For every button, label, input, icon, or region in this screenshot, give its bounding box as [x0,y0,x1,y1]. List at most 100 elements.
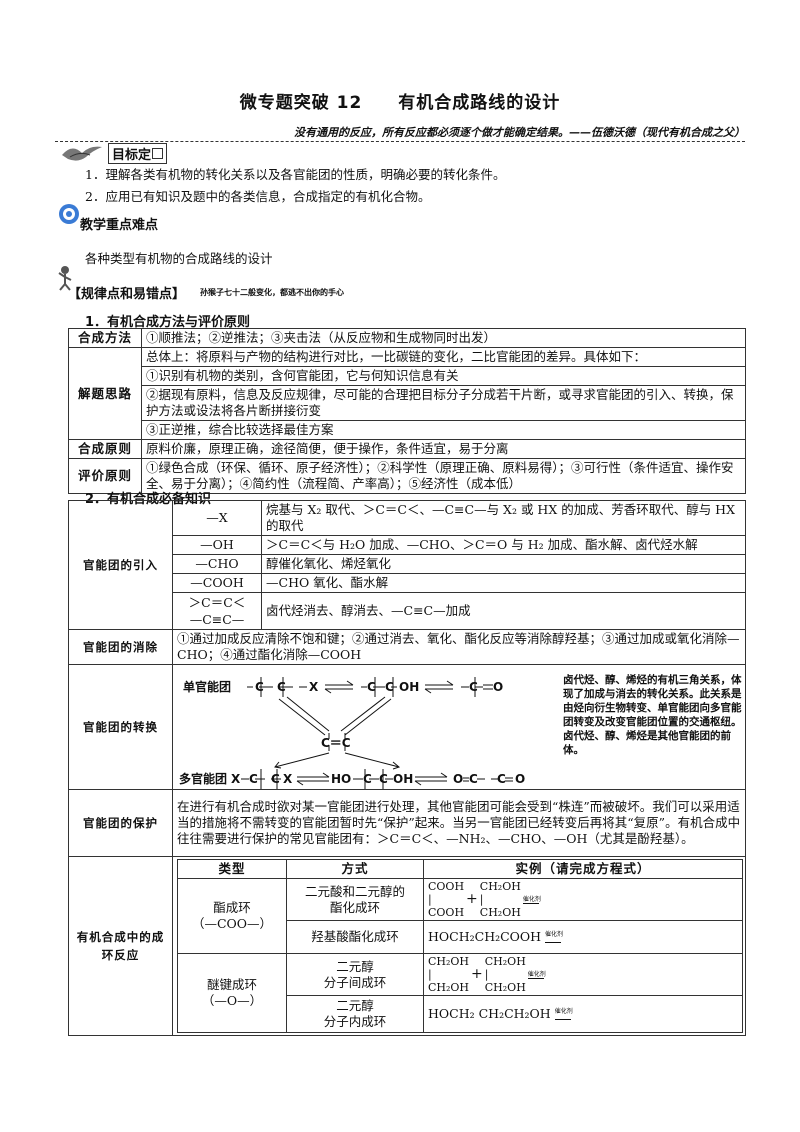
svg-text:C: C [363,772,372,786]
ring-method-line: 酯化成环 [329,899,380,915]
row-text: 原料价廉，原理正确，途径简便，便于操作，条件适宜，易于分离 [141,439,746,459]
group-text: 醇催化氧化、烯烃氧化 [261,554,746,574]
formula-part: CH₂OH [484,981,526,994]
row-text: ③正逆推，综合比较选择最佳方案 [141,420,746,440]
row-text: 总体上：将原料与产物的结构进行对比，一比碳链的变化，二比官能团的差异。具体如下： [141,347,746,367]
formula-part: COOH [428,880,465,893]
ring-head: 实例（请完成方程式） [423,859,743,879]
ring-method: 羟基酸酯化成环 [286,920,424,954]
ring-method-line: 二元酸和二元醇的 [304,883,405,899]
ring-method: 二元醇 分子间成环 [286,953,424,996]
table-row: 有机合成中的成环反应 类型 方式 实例（请完成方程式） 酯成环 （—COO—） … [68,856,746,1036]
condition: 催化剂 [522,895,541,903]
rules-tagline: 孙猴子七十二般变化，都逃不出你的手心 [200,288,344,297]
ring-type: 酯成环 （—COO—） [177,878,287,954]
conv-label: 官能团的转换 [68,664,173,790]
ring-method-line: 分子内成环 [323,1014,387,1029]
multi-label: 多官能团 [179,771,227,786]
table-row: ＞C＝C＜ —C≡C— 卤代烃消去、醇消去、—C≡C—加成 [69,592,746,630]
ring-type-name: 醚键成环 [206,977,257,992]
table-row: 醚键成环 （—O—） 二元醇 分子间成环 CH₂OH|CH₂OH + CH₂OH… [177,953,743,1033]
table-row: 二元醇 分子内成环 HOCH₂ CH₂CH₂OH 催化剂 [178,995,743,1033]
monkey-icon [56,265,74,295]
table-row: 合成原则 原料价廉，原理正确，途径简便，便于操作，条件适宜，易于分离 [68,439,746,459]
conv-note: 卤代烃、醇、烯烃的有机三角关系，体现了加成与消去的转化关系。此关系是由烃向衍生物… [563,674,742,756]
svg-text:C: C [469,680,478,694]
group-cell: —CHO [172,554,262,574]
svg-text:C: C [249,772,258,786]
condition: 催化剂 [554,1007,573,1015]
single-x: X [309,680,319,694]
formula-part: HOCH₂CH₂COOH [428,929,542,944]
svg-text:C: C [379,772,388,786]
row-text: ①识别有机物的类别，含何官能团，它与何知识信息有关 [141,366,746,386]
ring-method: 二元酸和二元醇的 酯化成环 [286,878,424,921]
prot-label: 官能团的保护 [68,789,173,857]
ring-method-line: 二元醇 [336,998,374,1013]
row-text: ②据现有原料，信息及反应规律，尽可能的合理把目标分子分成若干片断，或寻求官能团的… [141,385,746,421]
formula-part: CH₂OH [428,981,470,994]
elim-text: ①通过加成反应清除不饱和键；②通过消去、氧化、酯化反应等消除醇羟基；③通过加成或… [172,629,746,665]
table-row: 官能团的保护 在进行有机合成时欲对某一官能团进行处理，其他官能团可能会受到“株连… [68,789,746,857]
formula-part: CH₂OH [484,955,526,968]
svg-text:C: C [271,772,280,786]
ring-example: HOCH₂CH₂COOH 催化剂 [423,920,743,954]
table-row: 官能团的引入 —X 烷基与 X₂ 取代、＞C＝C＜、—C≡C—与 X₂ 或 HX… [68,500,746,630]
table-row: 酯成环 （—COO—） 二元酸和二元醇的 酯化成环 COOH|COOH + CH… [177,878,743,954]
plus-sign: + [466,891,478,907]
intro-label: 官能团的引入 [68,500,173,630]
formula-part: CH₂OH [479,906,521,919]
ring-method: 二元醇 分子内成环 [286,995,424,1033]
group-text: —CHO 氧化、酯水解 [261,573,746,593]
multi-o-right: O [515,772,525,786]
svg-text:C: C [367,680,376,694]
single-oh: OH [399,680,419,694]
ring-label: 有机合成中的成环反应 [68,856,173,1036]
ring-example: COOH|COOH + CH₂OH|CH₂OH 催化剂 [423,878,743,921]
table-row: 合成方法 ①顺推法；②逆推法；③夹击法（从反应物和生成物同时出发） [68,328,746,348]
ring-head: 类型 [177,859,287,879]
row-text: ①顺推法；②逆推法；③夹击法（从反应物和生成物同时出发） [141,328,746,348]
table-row: —COOH —CHO 氧化、酯水解 [69,573,746,593]
condition: 催化剂 [527,970,546,978]
goal-item-1: 1．理解各类有机物的转化关系以及各官能团的性质，明确必要的转化条件。 [85,167,506,182]
ring-type-group: （—O—） [201,993,263,1008]
formula-part: HOCH₂ CH₂CH₂OH [428,1006,551,1021]
group-cell: —COOH [172,573,262,593]
ring-example: HOCH₂ CH₂CH₂OH 催化剂 [423,995,743,1033]
multi-x-left: X [231,772,241,786]
single-o: O [493,680,503,694]
dashed-divider [55,141,745,142]
row-label: 合成方法 [68,328,142,348]
target-icon [58,203,80,229]
quote-text: 没有通用的反应，所有反应都必须逐个做才能确定结果。——伍德沃德（现代有机合成之父… [294,126,745,139]
elim-label: 官能团的消除 [68,629,173,665]
ring-head-row: 类型 方式 实例（请完成方程式） [177,859,743,879]
table-row: 解题思路 总体上：将原料与产物的结构进行对比，一比碳链的变化，二比官能团的差异。… [68,347,746,440]
group-line: —C≡C— [189,612,245,627]
formula-part: CH₂OH [479,880,521,893]
group-text: ＞C＝C＜与 H₂O 加成、—CHO、＞C＝O 与 H₂ 加成、酯水解、卤代烃水… [261,535,746,555]
goals-label: 目标定 [108,143,168,164]
table-row: ①识别有机物的类别，含何官能团，它与何知识信息有关 [69,366,746,386]
ring-table: 类型 方式 实例（请完成方程式） 酯成环 （—COO—） 二元酸和二元醇的 酯化… [177,859,743,1033]
table-row: ③正逆推，综合比较选择最佳方案 [69,420,746,440]
cc-center: C＝C [321,736,351,750]
group-text: 卤代烃消去、醇消去、—C≡C—加成 [261,592,746,630]
group-cell: —OH [172,535,262,555]
svg-text:C: C [255,680,264,694]
svg-text:C: C [497,772,506,786]
svg-text:C: C [469,772,478,786]
svg-text:C: C [277,680,286,694]
ring-example: CH₂OH|CH₂OH + CH₂OH|CH₂OH 催化剂 [423,953,743,996]
table-row: —OH ＞C＝C＜与 H₂O 加成、—CHO、＞C＝O 与 H₂ 加成、酯水解、… [69,535,746,555]
key-points-label: 教学重点难点 [80,218,159,233]
bird-icon [60,141,104,169]
ring-method-line: 分子间成环 [323,974,387,990]
table-row: 官能团的消除 ①通过加成反应清除不饱和键；②通过消去、氧化、酯化反应等消除醇羟基… [68,629,746,665]
table-row: ②据现有原料，信息及反应规律，尽可能的合理把目标分子分成若干片断，或寻求官能团的… [69,385,746,421]
row-text: ①绿色合成（环保、循环、原子经济性）；②科学性（原理正确、原料易得）；③可行性（… [141,458,746,494]
table-row: 羟基酸酯化成环 HOCH₂CH₂COOH 催化剂 [178,920,743,954]
table-row: 官能团的转换 [68,664,746,790]
